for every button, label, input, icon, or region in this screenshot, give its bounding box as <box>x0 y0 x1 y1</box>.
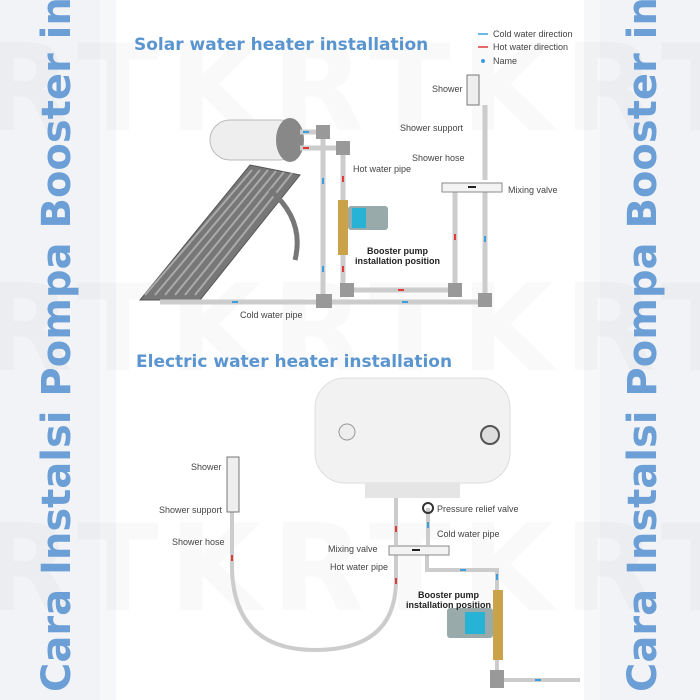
booster-line-1: Booster pump <box>366 246 428 256</box>
electric-label-cold-water-pipe: Cold water pipe <box>437 529 500 539</box>
booster-line-2: installation position <box>406 600 491 610</box>
legend-hot: Hot water direction <box>493 42 569 52</box>
electric-pipes <box>230 498 580 682</box>
electric-mixing-valve-icon <box>388 545 450 556</box>
electric-label-booster-pump: Booster pump installation position <box>406 590 491 610</box>
booster-line-1: Booster pump <box>417 590 479 600</box>
solar-panel-icon <box>138 118 304 301</box>
right-side-panel <box>600 0 700 700</box>
electric-label-shower-support: Shower support <box>159 505 223 515</box>
electric-section-title: Electric water heater installation <box>136 352 453 372</box>
shower-head-icon <box>466 74 480 106</box>
electric-label-pressure-relief-valve: Pressure relief valve <box>437 504 519 514</box>
right-side-strip <box>584 0 600 700</box>
legend-name-dot-icon <box>481 59 485 63</box>
electric-label-hot-water-pipe: Hot water pipe <box>330 562 389 572</box>
solar-label-mixing-valve: Mixing valve <box>508 185 558 195</box>
solar-label-shower-support: Shower support <box>400 123 464 133</box>
booster-pump-icon <box>338 200 388 255</box>
solar-label-cold-water-pipe: Cold water pipe <box>240 310 303 320</box>
left-side-strip <box>100 0 116 700</box>
solar-section-title: Solar water heater installation <box>134 35 429 55</box>
electric-label-mixing-valve: Mixing valve <box>328 544 378 554</box>
electric-booster-pump-icon <box>447 590 504 688</box>
electric-shower-head-icon <box>226 456 240 513</box>
solar-label-booster-pump: Booster pump installation position <box>355 246 440 266</box>
left-side-panel <box>0 0 100 700</box>
electric-label-shower: Shower <box>191 462 222 472</box>
solar-label-shower: Shower <box>432 84 463 94</box>
legend-name: Name <box>493 56 518 66</box>
solar-label-shower-hose: Shower hose <box>412 153 465 163</box>
mixing-valve-icon <box>441 182 503 193</box>
legend-cold: Cold water direction <box>493 29 573 39</box>
booster-line-2: installation position <box>355 256 440 266</box>
electric-heater-tank-icon <box>314 377 511 498</box>
electric-label-shower-hose: Shower hose <box>172 537 225 547</box>
pressure-relief-valve-icon <box>422 502 434 514</box>
solar-label-hot-water-pipe: Hot water pipe <box>353 164 412 174</box>
